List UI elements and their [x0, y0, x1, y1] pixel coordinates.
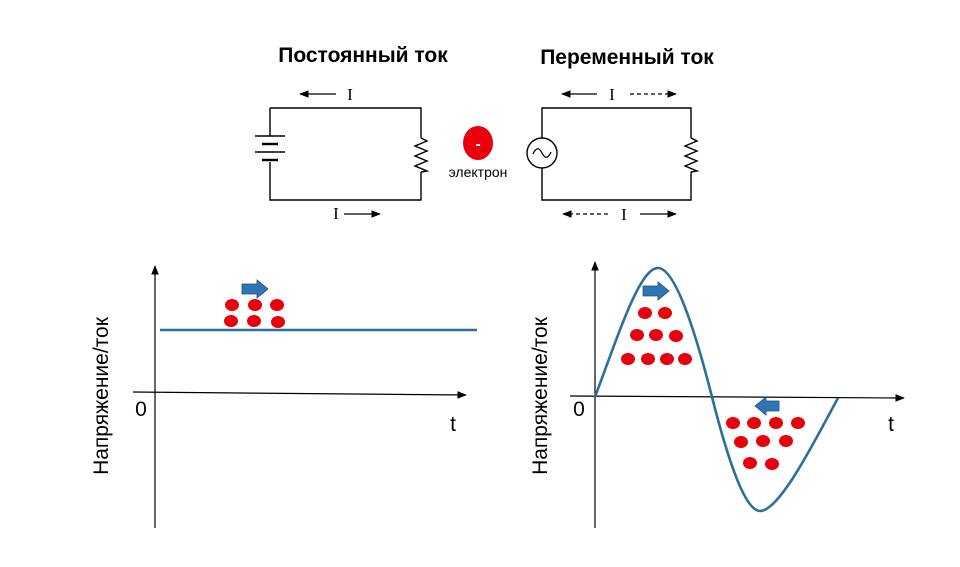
electron-dot	[747, 417, 761, 429]
ac-current-label-bottom: I	[621, 205, 627, 224]
electron-dot	[649, 329, 663, 341]
ac-source-icon	[526, 137, 558, 169]
dc-electrons	[224, 299, 285, 328]
electron-dot	[765, 458, 779, 470]
dc-x-axis	[132, 391, 467, 399]
ac-x-axis	[569, 394, 905, 402]
electron-dot	[756, 435, 770, 447]
electron-dot	[769, 417, 783, 429]
battery-icon	[255, 135, 285, 162]
electron-dot	[743, 457, 757, 469]
flow-arrow-icon	[642, 281, 670, 301]
electron-dot	[641, 353, 655, 365]
flow-arrow-icon	[241, 279, 269, 299]
flow-arrow-icon	[754, 396, 780, 416]
electron-dot	[658, 307, 672, 319]
dc-title: Постоянный ток	[278, 44, 448, 67]
electron-dot	[779, 435, 793, 447]
ac-sine-wave	[593, 266, 840, 513]
ac-electrons-negative	[726, 417, 805, 470]
electron-dot	[638, 307, 652, 319]
electron-dot	[271, 316, 285, 328]
electron-dot	[678, 353, 692, 365]
electron-dot	[270, 299, 284, 311]
dc-current-label-top: I	[347, 85, 353, 104]
electron-dot	[621, 353, 635, 365]
dc-y-label: Напряжение/ток	[90, 316, 113, 475]
electron-legend: - электрон	[449, 126, 508, 180]
electron-dot	[734, 436, 748, 448]
electron-label: электрон	[449, 164, 508, 180]
ac-y-label: Напряжение/ток	[529, 316, 552, 475]
electron-dot	[224, 315, 238, 327]
ac-graph: 0 t Напряжение/ток	[529, 261, 905, 528]
ac-origin-label: 0	[573, 398, 585, 421]
resistor-icon	[413, 137, 430, 173]
ac-circuit: I I	[526, 85, 700, 224]
dc-current-label-bottom: I	[333, 204, 339, 223]
ac-current-label-top: I	[609, 85, 615, 104]
electron-dot	[660, 353, 674, 365]
electron-dot	[791, 417, 805, 429]
ac-title: Переменный ток	[540, 46, 714, 69]
electron-symbol: -	[475, 136, 480, 153]
electron-dot	[726, 417, 740, 429]
electron-dot	[630, 329, 644, 341]
resistor-icon	[683, 137, 700, 173]
dc-origin-label: 0	[135, 398, 147, 421]
dc-x-label: t	[450, 413, 456, 436]
electron-dot	[225, 299, 239, 311]
electron-dot	[669, 330, 683, 342]
ac-x-label: t	[888, 413, 894, 436]
electron-dot	[248, 299, 262, 311]
ac-electrons-positive	[621, 307, 692, 365]
dc-circuit: I I	[255, 85, 430, 223]
dc-graph: 0 t Напряжение/ток	[90, 265, 477, 528]
electron-icon	[463, 126, 493, 160]
electron-dot	[247, 315, 261, 327]
